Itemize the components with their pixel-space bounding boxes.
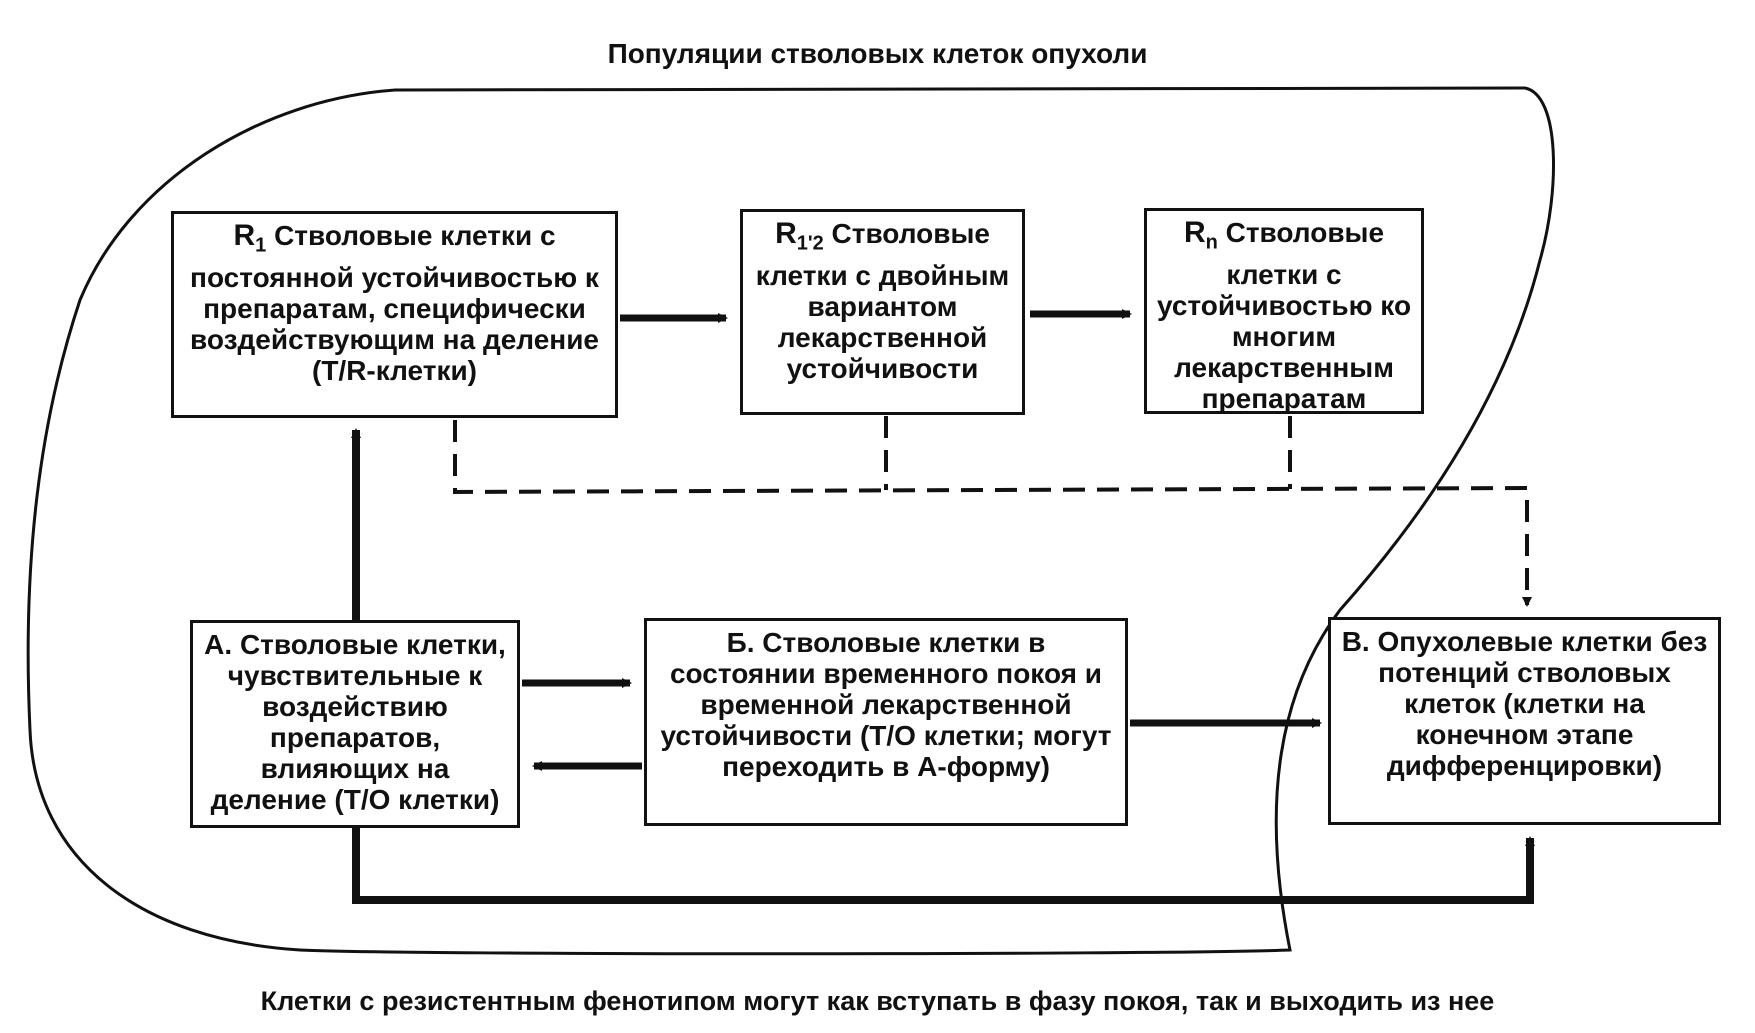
box-r1-label: R <box>233 219 256 252</box>
box-a: А. Стволовые клетки, чувствительные к во… <box>190 620 520 828</box>
dashed-resistance-link <box>453 420 1532 607</box>
box-r12: R1'2 Стволовые клетки с двойным варианто… <box>740 209 1025 415</box>
box-v: В. Опухолевые клетки без потенций стволо… <box>1328 617 1721 825</box>
box-r1: R1 Стволовые клетки с постоянной устойчи… <box>171 211 618 418</box>
box-r1-text: Стволовые клетки с постоянной устойчивос… <box>190 220 599 386</box>
box-rn-sub: n <box>1205 231 1218 254</box>
box-r12-text: Стволовые клетки с двойным вариантом лек… <box>755 218 1010 384</box>
box-r1-sub: 1 <box>255 234 267 257</box>
box-rn-text: Стволовые клетки с устойчивостью ко мног… <box>1156 217 1412 414</box>
diagram-caption: Клетки с резистентным фенотипом могут ка… <box>260 986 1495 1016</box>
box-rn-label: R <box>1183 216 1206 249</box>
box-b: Б. Стволовые клетки в состоянии временно… <box>644 618 1128 826</box>
box-rn: Rn Стволовые клетки с устойчивостью ко м… <box>1144 208 1424 414</box>
box-r12-label: R <box>775 217 797 250</box>
population-boundary <box>26 86 1555 956</box>
box-r12-sub: 1'2 <box>796 232 824 255</box>
diagram-title: Популяции стволовых клеток опухоли <box>607 38 1148 69</box>
box-v-text: В. Опухолевые клетки без потенций стволо… <box>1341 626 1708 781</box>
arrow-a-v-bottom <box>352 826 1535 904</box>
box-b-text: Б. Стволовые клетки в состоянии временно… <box>660 627 1112 782</box>
box-a-text: А. Стволовые клетки, чувствительные к во… <box>204 629 506 815</box>
